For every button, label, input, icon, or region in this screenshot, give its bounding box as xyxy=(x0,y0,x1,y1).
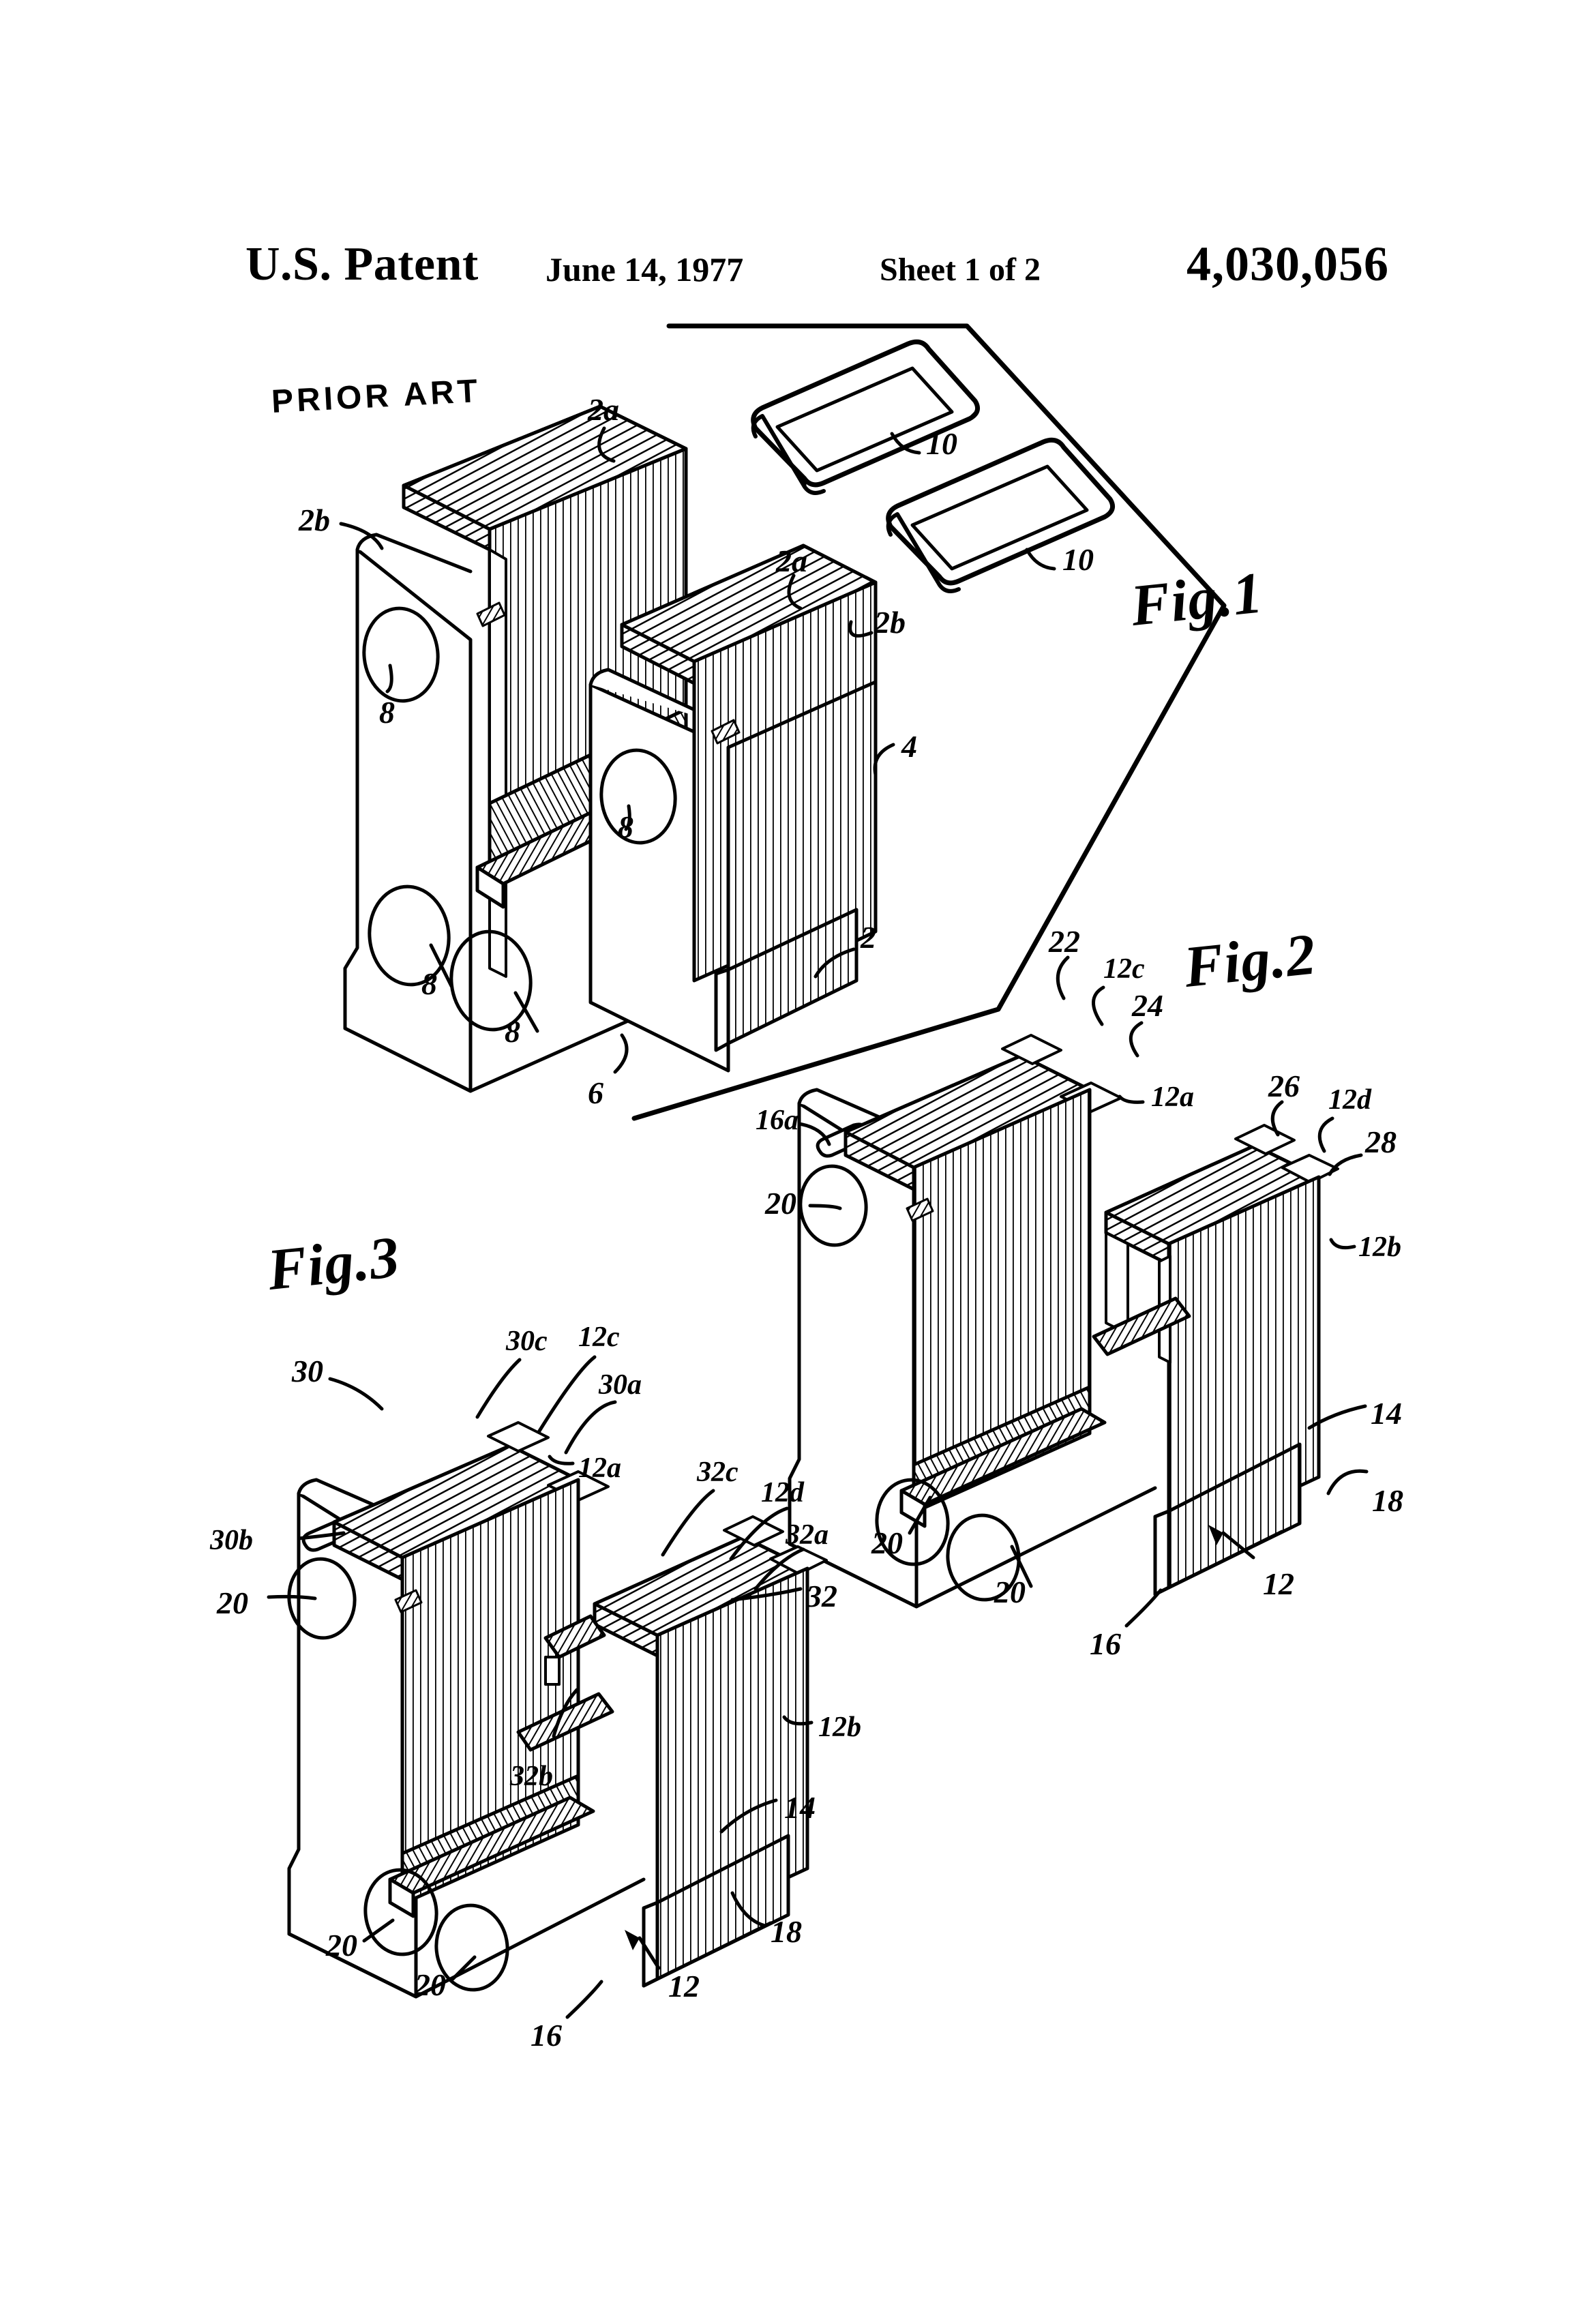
fig1-leader-lines xyxy=(339,426,1056,1074)
patent-date: June 14, 1977 xyxy=(546,250,744,288)
patent-header: U.S. Patent June 14, 1977 Sheet 1 of 2 4… xyxy=(0,116,1582,291)
ref-label: 32b xyxy=(510,1761,553,1792)
fig2-leader-lines xyxy=(797,955,1369,1628)
ref-label: 30b xyxy=(210,1525,253,1556)
ref-label: 12c xyxy=(578,1322,620,1353)
ref-label: 12a xyxy=(1151,1082,1194,1113)
ref-label: 20 xyxy=(217,1585,248,1620)
ref-label: 12 xyxy=(1263,1566,1294,1601)
patent-number: 4,030,056 xyxy=(1186,237,1389,291)
ref-label: 20 xyxy=(994,1575,1026,1609)
ref-label: 2 xyxy=(861,920,876,955)
ref-label: 20 xyxy=(415,1967,446,2002)
ref-label: 8 xyxy=(421,966,437,1001)
ref-label: 30c xyxy=(506,1326,548,1357)
ref-label: 20 xyxy=(765,1186,796,1221)
patent-sheet-number: Sheet 1 of 2 xyxy=(880,252,1041,288)
ref-label: 16 xyxy=(1090,1626,1121,1661)
fig1-boundary xyxy=(631,323,1227,1121)
ref-label: 10 xyxy=(1062,542,1094,577)
ref-label: 32c xyxy=(697,1457,738,1488)
fig1-right-core xyxy=(588,543,878,1073)
ref-label: 22 xyxy=(1049,924,1080,959)
ref-label: 12d xyxy=(1328,1084,1371,1116)
ref-label: 28 xyxy=(1365,1124,1397,1159)
ref-label: 18 xyxy=(771,1914,802,1949)
fig1-caption: Fig.1 xyxy=(1127,559,1266,639)
fig1-frame-10-upper xyxy=(751,339,981,495)
ref-label: 24 xyxy=(1132,988,1163,1023)
ref-label: 14 xyxy=(1371,1396,1402,1431)
ref-label: 26 xyxy=(1268,1069,1300,1103)
ref-label: 12b xyxy=(818,1712,861,1743)
ref-label: 8 xyxy=(618,809,633,844)
ref-label: 10 xyxy=(926,426,957,461)
ref-label: 12b xyxy=(1358,1232,1401,1263)
ref-label: 16 xyxy=(531,2018,562,2053)
fig3-caption: Fig.3 xyxy=(264,1223,403,1303)
ref-label: 32 xyxy=(806,1579,837,1613)
fig3-leader-lines xyxy=(267,1355,814,2019)
ref-label: 16a xyxy=(756,1105,799,1136)
ref-label: 12a xyxy=(578,1452,621,1484)
figure-arrowheads xyxy=(625,1525,1223,1950)
fig2-caption: Fig.2 xyxy=(1180,921,1319,1000)
ref-label: 18 xyxy=(1372,1483,1403,1518)
ref-label: 12 xyxy=(668,1969,700,2003)
ref-label: 4 xyxy=(901,729,917,764)
ref-label: 20 xyxy=(871,1525,903,1560)
ref-label: 32a xyxy=(786,1519,829,1551)
patent-office-title: U.S. Patent xyxy=(245,238,479,290)
fig1-frame-10-lower xyxy=(886,437,1116,593)
ref-label: 8 xyxy=(379,695,395,730)
ref-label: 30a xyxy=(599,1369,642,1401)
ref-label: 20 xyxy=(326,1928,357,1963)
ref-label: 12d xyxy=(761,1477,804,1508)
ref-label: 14 xyxy=(784,1790,816,1825)
ref-label: 6 xyxy=(588,1075,603,1110)
ref-label: 2b xyxy=(874,605,906,640)
ref-label: 8 xyxy=(505,1014,520,1049)
ref-label: 2b xyxy=(299,503,330,537)
ref-label: 2a xyxy=(588,392,619,427)
ref-label: 2a xyxy=(776,543,807,578)
ref-label: 30 xyxy=(292,1354,323,1388)
fig3-assembly xyxy=(287,1421,828,1999)
fig2-assembly xyxy=(788,1034,1339,1609)
ref-label: 12c xyxy=(1103,953,1145,985)
